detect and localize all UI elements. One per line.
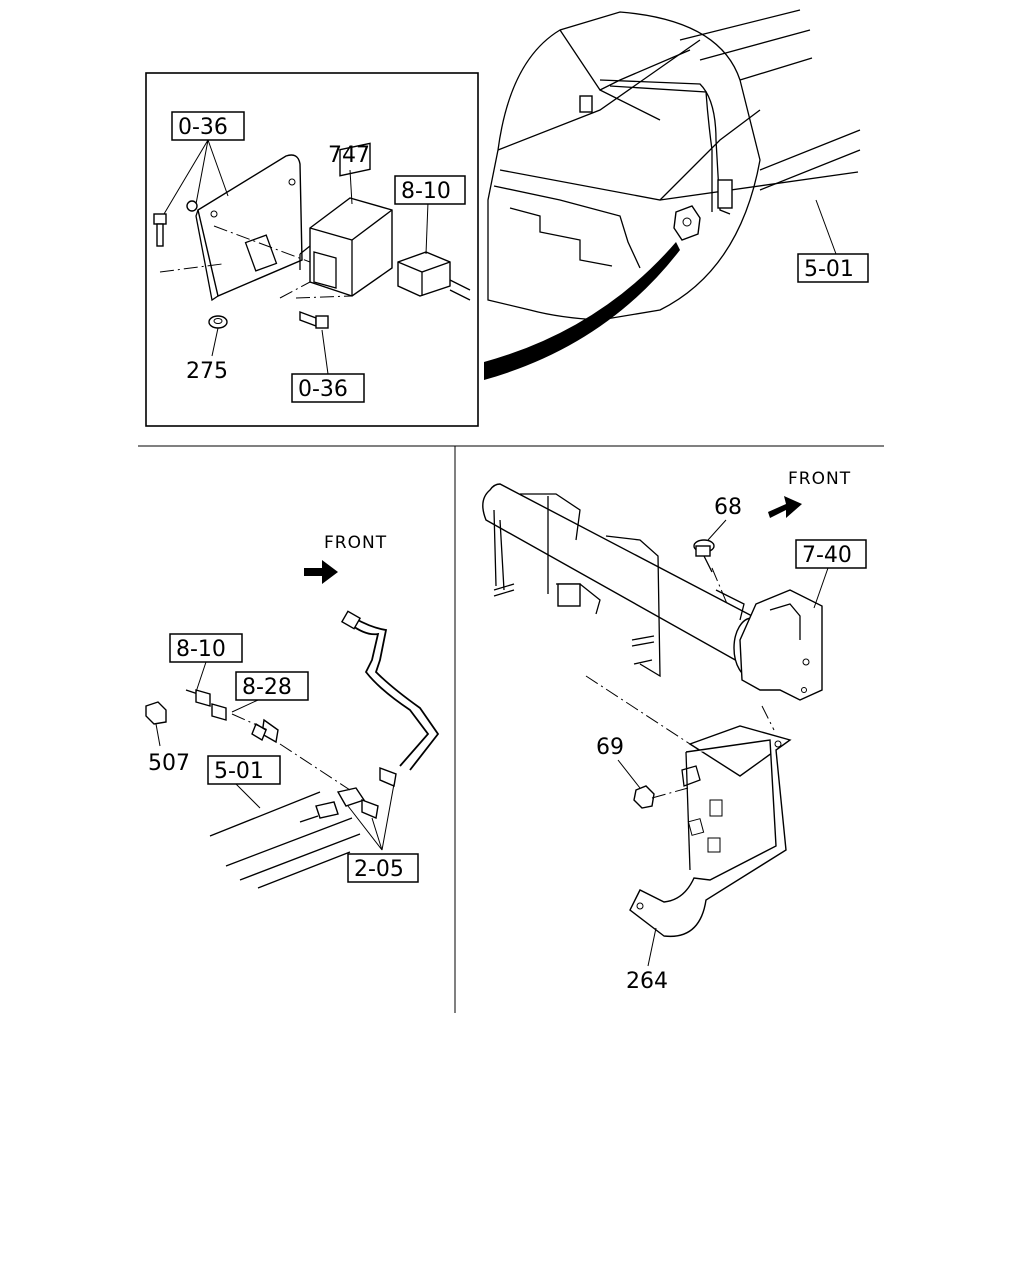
leader-8-10-left: [195, 661, 207, 693]
callout-5-01-top: 5-01: [804, 257, 854, 282]
leader-68: [707, 519, 727, 541]
callout-2-05: 2-05: [354, 857, 404, 882]
frame-mounted-module: [673, 205, 701, 241]
mount-7-40: [739, 589, 823, 701]
leader-747: [349, 169, 353, 205]
brake-pipe: [340, 610, 440, 771]
callout-0-36-top: 0-36: [178, 115, 228, 140]
callout-747: 747: [328, 143, 370, 168]
callout-8-10-left: 8-10: [176, 637, 226, 662]
leader-69: [617, 759, 641, 789]
pressure-sensor-8-28: [251, 718, 279, 744]
leader-507: [155, 723, 161, 747]
leader-7-40: [813, 567, 829, 609]
callout-8-28: 8-28: [242, 675, 292, 700]
leader-0-36-bottom: [321, 329, 329, 375]
callout-8-10-inset: 8-10: [401, 179, 451, 204]
callout-0-36-bottom: 0-36: [298, 377, 348, 402]
leader-5-01-top: [815, 199, 837, 255]
front-label-right: FRONT: [788, 469, 851, 489]
leader-8-28: [231, 699, 259, 713]
leader-8-10-inset: [425, 201, 429, 255]
cap-507: [145, 701, 167, 725]
callout-5-01-left: 5-01: [214, 759, 264, 784]
leader-2-05: [347, 783, 395, 851]
front-arrow-left-icon: [304, 560, 338, 584]
mounting-bracket-plate: [195, 154, 303, 302]
callout-275: 275: [186, 359, 228, 384]
bolt-0-36-bottom: [299, 310, 329, 329]
detail-pointer-arrow: [484, 242, 680, 380]
assembly-centerline: [159, 225, 353, 299]
connector-8-10-inset: [397, 251, 471, 301]
leader-0-36-top: [163, 139, 229, 215]
detail-inset-frame: [145, 72, 479, 427]
front-arrow-right-icon: [768, 496, 802, 518]
bracket-264: [629, 725, 792, 938]
bracket-centerline: [585, 567, 775, 799]
nut-69: [633, 785, 655, 809]
leader-275: [211, 327, 219, 357]
frame-rail-left: [209, 791, 361, 889]
bolt-68: [693, 539, 715, 573]
callout-68: 68: [714, 495, 742, 520]
callout-507: 507: [148, 751, 190, 776]
pipe-fitting-2-05: [299, 766, 397, 823]
nut-275: [208, 315, 228, 329]
connector-8-10-left: [185, 689, 227, 721]
vehicle-cab-outline: [487, 9, 861, 321]
callout-264: 264: [626, 969, 668, 994]
callout-69: 69: [596, 735, 624, 760]
studs: [493, 583, 655, 665]
clip-nut: [186, 200, 198, 212]
front-label-left: FRONT: [324, 533, 387, 553]
callout-7-40: 7-40: [802, 543, 852, 568]
sensor-centerline: [231, 713, 351, 791]
leader-264: [647, 927, 657, 967]
leader-5-01-left: [235, 783, 261, 809]
bolt-0-36-top: [153, 213, 167, 247]
